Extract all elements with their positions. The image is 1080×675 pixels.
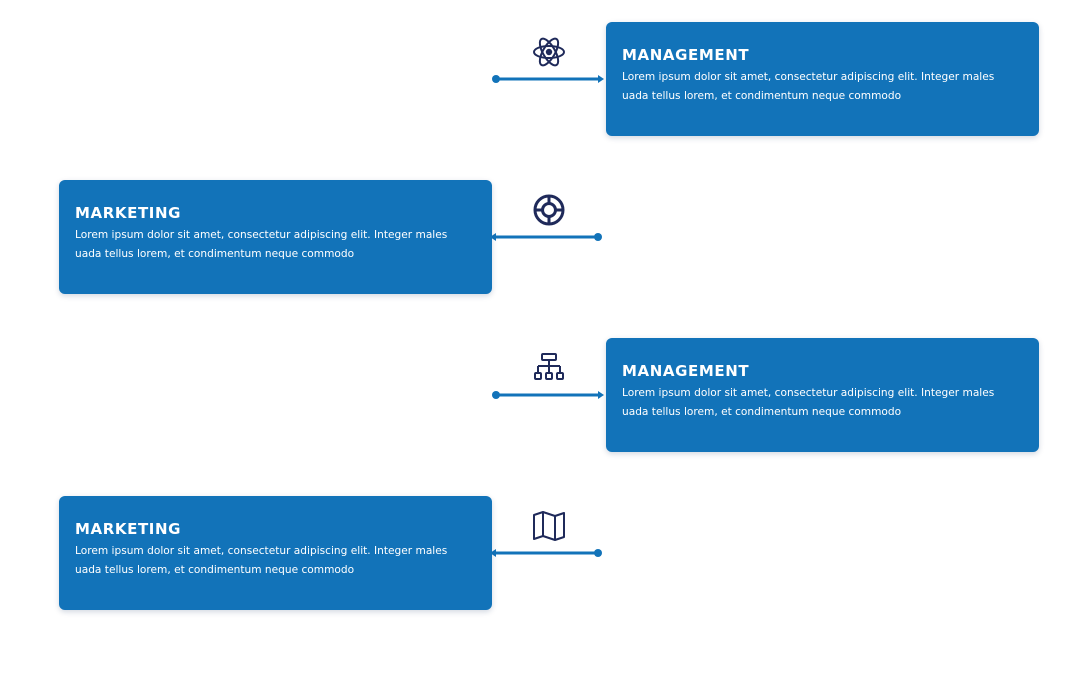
card-title: MANAGEMENT	[622, 362, 750, 380]
connector-line	[490, 549, 602, 557]
card-description: Lorem ipsum dolor sit amet, consectetur …	[622, 387, 995, 418]
timeline-card: MARKETING Lorem ipsum dolor sit amet, co…	[59, 496, 492, 610]
timeline-card: MARKETING Lorem ipsum dolor sit amet, co…	[59, 180, 492, 294]
card-title: MARKETING	[75, 204, 182, 222]
atom-icon	[531, 34, 567, 70]
connector-line	[492, 391, 604, 399]
timeline-card: MANAGEMENT Lorem ipsum dolor sit amet, c…	[606, 338, 1039, 452]
org-chart-icon	[531, 350, 567, 386]
connector-line	[490, 233, 602, 241]
timeline-card: MANAGEMENT Lorem ipsum dolor sit amet, c…	[606, 22, 1039, 136]
card-title: MARKETING	[75, 520, 182, 538]
card-description: Lorem ipsum dolor sit amet, consectetur …	[75, 545, 448, 576]
map-icon	[531, 508, 567, 544]
lifebuoy-icon	[531, 192, 567, 228]
card-description: Lorem ipsum dolor sit amet, consectetur …	[622, 71, 995, 102]
connector-line	[492, 75, 604, 83]
card-title: MANAGEMENT	[622, 46, 750, 64]
card-description: Lorem ipsum dolor sit amet, consectetur …	[75, 229, 448, 260]
